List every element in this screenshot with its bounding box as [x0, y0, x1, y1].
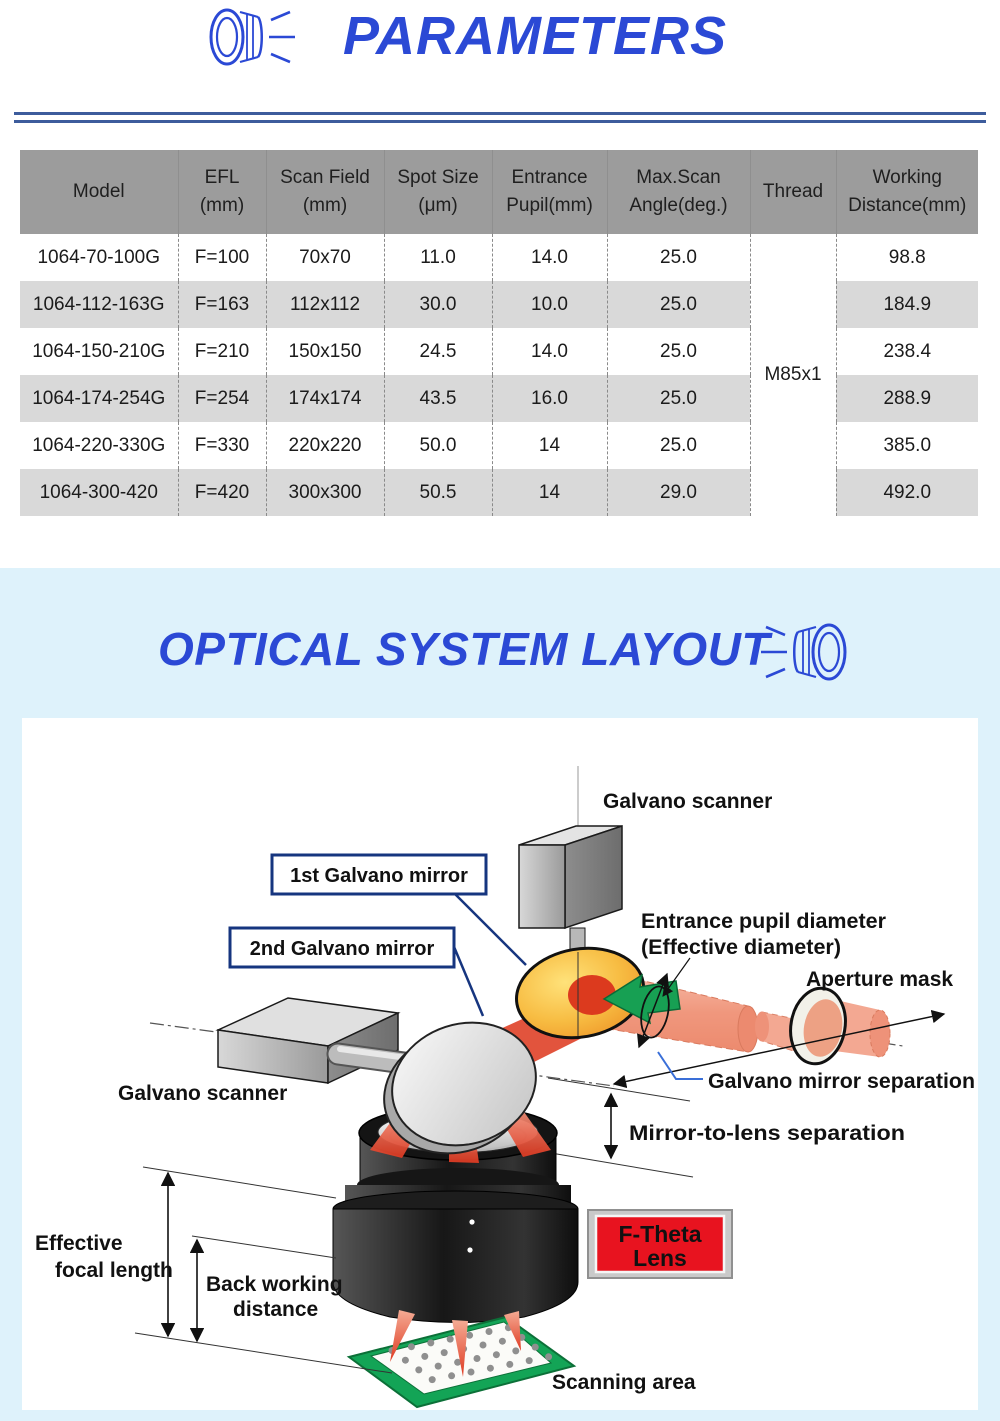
table-row: 1064-174-254G F=254 174x174 43.5 16.0 25…	[20, 375, 978, 422]
cell-scan-field: 174x174	[265, 375, 384, 422]
label-text: 1st Galvano mirror	[290, 865, 468, 887]
label-scanning-area: Scanning area	[552, 1371, 696, 1394]
label-leader	[450, 941, 485, 1017]
col-header-max-scan-angle: Max.Scan Angle(deg.)	[606, 150, 750, 234]
cell-pupil: 14.0	[491, 234, 607, 281]
optical-diagram: 1st Galvano mirror 2nd Galvano mirror F-…	[35, 766, 975, 1409]
cell-scan-field: 150x150	[265, 328, 384, 375]
cell-efl: F=100	[177, 234, 266, 281]
lens-icon	[761, 623, 847, 681]
cell-model: 1064-112-163G	[20, 281, 178, 328]
lens-icon	[209, 8, 295, 66]
table-row: 1064-70-100G F=100 70x70 11.0 14.0 25.0 …	[20, 234, 978, 516]
cell-pupil: 14	[491, 469, 607, 516]
cell-angle: 25.0	[606, 328, 750, 375]
aperture-mask-shape	[789, 986, 847, 1066]
cell-wd: 288.9	[835, 375, 978, 422]
label-entrance-pupil-line1: Entrance pupil diameter	[641, 910, 886, 933]
cell-spot: 50.5	[383, 469, 492, 516]
col-header-efl: EFL (mm)	[177, 150, 266, 234]
label-entrance-pupil-line2: (Effective diameter)	[641, 936, 841, 959]
cell-scan-field: 70x70	[265, 234, 384, 281]
divider-line	[14, 112, 986, 115]
label-aperture-mask: Aperture mask	[806, 968, 953, 991]
f-theta-label-line2: Lens	[633, 1245, 687, 1271]
cell-angle: 25.0	[606, 234, 750, 281]
cell-angle: 29.0	[606, 469, 750, 516]
cell-spot: 30.0	[383, 281, 492, 328]
label-back-working-line2: distance	[233, 1298, 318, 1321]
label-second-galvano-mirror: 2nd Galvano mirror	[228, 926, 456, 969]
label-mirror-to-lens-separation: Mirror-to-lens separation	[629, 1122, 905, 1145]
table-row: 1064-150-210G F=210 150x150 24.5 14.0 25…	[20, 328, 978, 375]
col-header-entrance-pupil: Entrance Pupil(mm)	[491, 150, 607, 234]
cell-model: 1064-300-420	[20, 469, 178, 516]
cell-efl: F=330	[177, 422, 266, 469]
cell-angle: 25.0	[606, 375, 750, 422]
cell-scan-field: 300x300	[265, 469, 384, 516]
label-effective-focal-line1: Effective	[35, 1232, 123, 1255]
cell-scan-field: 112x112	[265, 281, 384, 328]
f-theta-label-line1: F-Theta	[618, 1221, 701, 1247]
cell-model: 1064-174-254G	[20, 375, 178, 422]
cell-angle: 25.0	[606, 281, 750, 328]
table-header-row: Model EFL (mm) Scan Field (mm) Spot Size…	[20, 150, 978, 234]
col-header-working-distance: Working Distance(mm)	[835, 150, 978, 234]
dimension-mirror-to-lens	[544, 1077, 694, 1178]
cell-model: 1064-70-100G	[20, 234, 178, 281]
col-header-scan-field: Scan Field (mm)	[265, 150, 384, 234]
cell-spot: 43.5	[383, 375, 492, 422]
cell-wd: 98.8	[835, 234, 978, 281]
table-row: 1064-112-163G F=163 112x112 30.0 10.0 25…	[20, 281, 978, 328]
cell-scan-field: 220x220	[265, 422, 384, 469]
vertical-galvano-scanner	[518, 824, 623, 953]
cell-spot: 24.5	[383, 328, 492, 375]
cell-efl: F=254	[177, 375, 266, 422]
cell-wd: 238.4	[835, 328, 978, 375]
cell-thread: M85x1	[749, 234, 836, 516]
label-galvano-scanner-left: Galvano scanner	[118, 1082, 287, 1105]
cell-efl: F=210	[177, 328, 266, 375]
label-galvano-mirror-separation: Galvano mirror separation	[708, 1070, 975, 1093]
cell-wd: 492.0	[835, 469, 978, 516]
cell-model: 1064-220-330G	[20, 422, 178, 469]
col-header-spot-size: Spot Size (μm)	[383, 150, 492, 234]
cell-angle: 25.0	[606, 422, 750, 469]
divider-line	[14, 120, 986, 123]
label-text: 2nd Galvano mirror	[250, 938, 435, 960]
table-row: 1064-300-420 F=420 300x300 50.5 14 29.0 …	[20, 469, 978, 516]
label-leader	[454, 893, 527, 966]
cell-wd: 385.0	[835, 422, 978, 469]
parameters-table: Model EFL (mm) Scan Field (mm) Spot Size…	[20, 150, 978, 516]
horizontal-galvano-scanner	[215, 997, 401, 1085]
cell-pupil: 10.0	[491, 281, 607, 328]
cell-wd: 184.9	[835, 281, 978, 328]
label-galvano-scanner-top: Galvano scanner	[603, 790, 772, 813]
cell-spot: 11.0	[383, 234, 492, 281]
cell-pupil: 14	[491, 422, 607, 469]
second-galvano-mirror-shape	[383, 1021, 537, 1155]
label-effective-focal-line2: focal length	[55, 1259, 173, 1282]
page-title-parameters: PARAMETERS	[343, 6, 728, 66]
cell-efl: F=163	[177, 281, 266, 328]
dimension-effective-focal	[134, 1166, 393, 1374]
cell-pupil: 14.0	[491, 328, 607, 375]
cell-spot: 50.0	[383, 422, 492, 469]
dimension-galvano-mirror-separation	[612, 1009, 946, 1089]
page-title-optical-layout: OPTICAL SYSTEM LAYOUT	[158, 623, 770, 675]
cell-efl: F=420	[177, 469, 266, 516]
table-row: 1064-220-330G F=330 220x220 50.0 14 25.0…	[20, 422, 978, 469]
cell-pupil: 16.0	[491, 375, 607, 422]
cell-model: 1064-150-210G	[20, 328, 178, 375]
f-theta-lens-tag: F-Theta Lens	[587, 1209, 733, 1279]
col-header-model: Model	[20, 150, 178, 234]
label-back-working-line1: Back working	[206, 1273, 343, 1296]
label-first-galvano-mirror: 1st Galvano mirror	[270, 853, 488, 896]
col-header-thread: Thread	[749, 150, 836, 234]
output-laser-beams	[390, 1310, 521, 1377]
